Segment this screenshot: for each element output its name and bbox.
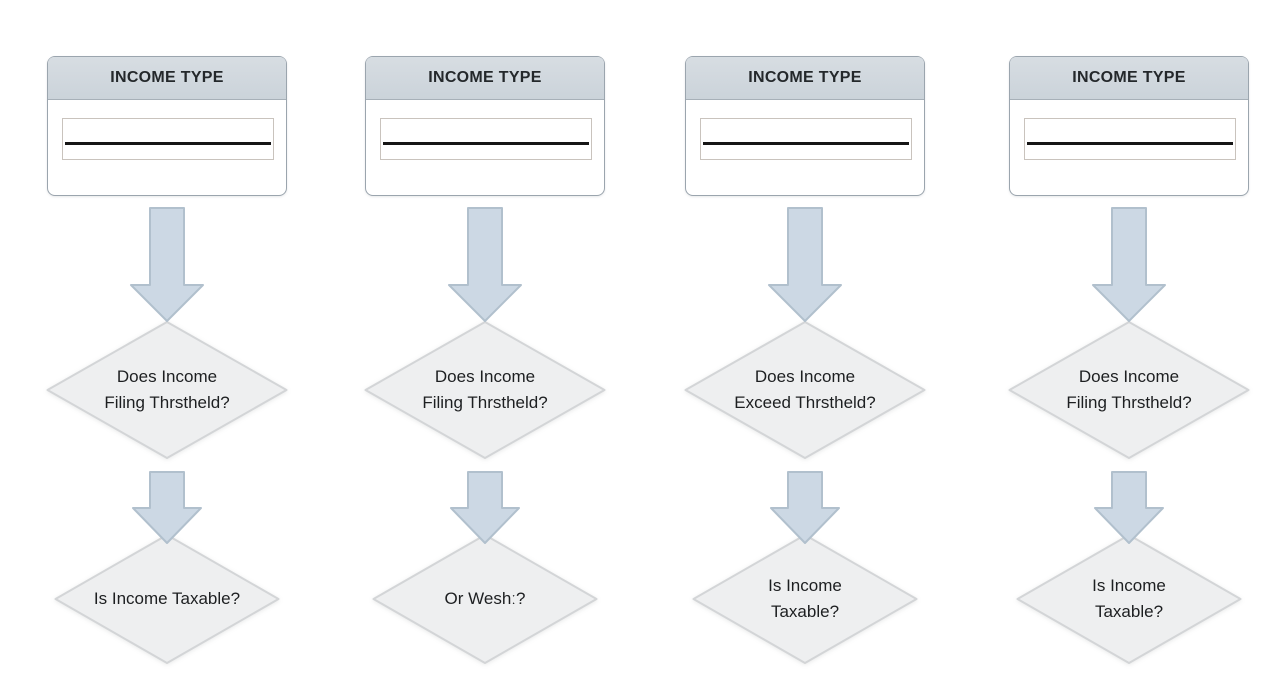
decision-line: Taxable? (1094, 602, 1164, 621)
card-body (48, 100, 286, 196)
income-type-node: INCOME TYPE (47, 56, 287, 196)
diamond-shape (372, 534, 598, 664)
diamond-shape (54, 534, 280, 664)
decision-node: Is Income Taxable? (54, 534, 280, 664)
income-field (380, 118, 592, 160)
decision-text: Or Weshː? (372, 534, 598, 664)
card-body (366, 100, 604, 196)
flow-column-2: INCOME TYPE Does Income Filing Thrstheld… (325, 0, 645, 698)
decision-line: Does Income (1078, 367, 1180, 386)
decision-line: Filing Thrstheld? (104, 393, 230, 412)
arrow-down-icon (448, 207, 522, 322)
income-field (700, 118, 912, 160)
decision-text: Does Income Filing Thrstheld? (1008, 321, 1250, 459)
card-body (1010, 100, 1248, 196)
decision-line: Or Weshː? (444, 589, 526, 608)
field-underline (65, 142, 271, 145)
arrow-down-icon (1092, 207, 1166, 322)
decision-line: Exceed Thrstheld? (734, 393, 876, 412)
diamond-shape (1008, 321, 1250, 459)
diamond-shape (364, 321, 606, 459)
decision-line: Is Income Taxable? (93, 589, 241, 608)
decision-node: Does Income Filing Thrstheld? (46, 321, 288, 459)
income-type-node: INCOME TYPE (685, 56, 925, 196)
flow-column-1: INCOME TYPE Does Income Filing Thrstheld… (7, 0, 327, 698)
card-title: INCOME TYPE (1072, 69, 1186, 86)
decision-text: Is Income Taxable? (1016, 534, 1242, 664)
arrow-down-icon (130, 207, 204, 322)
diamond-shape (684, 321, 926, 459)
arrow-down-icon (770, 471, 840, 544)
decision-text: Is Income Taxable? (692, 534, 918, 664)
diamond-shape (46, 321, 288, 459)
card-header: INCOME TYPE (1010, 57, 1248, 100)
decision-text: Does Income Exceed Thrstheld? (684, 321, 926, 459)
decision-node: Does Income Filing Thrstheld? (364, 321, 606, 459)
decision-line: Does Income (116, 367, 218, 386)
diamond-shape (692, 534, 918, 664)
income-field (1024, 118, 1236, 160)
income-type-node: INCOME TYPE (1009, 56, 1249, 196)
card-header: INCOME TYPE (366, 57, 604, 100)
decision-line: Does Income (434, 367, 536, 386)
decision-node: Does Income Exceed Thrstheld? (684, 321, 926, 459)
decision-line: Filing Thrstheld? (422, 393, 548, 412)
flow-column-4: INCOME TYPE Does Income Filing Thrstheld… (969, 0, 1280, 698)
field-underline (703, 142, 909, 145)
card-body (686, 100, 924, 196)
decision-node: Or Weshː? (372, 534, 598, 664)
card-title: INCOME TYPE (748, 69, 862, 86)
arrow-down-icon (450, 471, 520, 544)
card-title: INCOME TYPE (110, 69, 224, 86)
card-title: INCOME TYPE (428, 69, 542, 86)
decision-node: Is Income Taxable? (692, 534, 918, 664)
card-header: INCOME TYPE (686, 57, 924, 100)
arrow-down-icon (132, 471, 202, 544)
field-underline (383, 142, 589, 145)
diamond-shape (1016, 534, 1242, 664)
decision-text: Does Income Filing Thrstheld? (46, 321, 288, 459)
decision-node: Does Income Filing Thrstheld? (1008, 321, 1250, 459)
arrow-down-icon (1094, 471, 1164, 544)
decision-line: Does Income (754, 367, 856, 386)
decision-line: Is Income (1092, 576, 1166, 595)
decision-line: Is Income (768, 576, 842, 595)
decision-text: Does Income Filing Thrstheld? (364, 321, 606, 459)
income-type-node: INCOME TYPE (365, 56, 605, 196)
decision-line: Filing Thrstheld? (1066, 393, 1192, 412)
income-field (62, 118, 274, 160)
decision-node: Is Income Taxable? (1016, 534, 1242, 664)
decision-line: Taxable? (770, 602, 840, 621)
field-underline (1027, 142, 1233, 145)
card-header: INCOME TYPE (48, 57, 286, 100)
flow-column-3: INCOME TYPE Does Income Exceed Thrstheld… (645, 0, 965, 698)
decision-text: Is Income Taxable? (54, 534, 280, 664)
arrow-down-icon (768, 207, 842, 322)
